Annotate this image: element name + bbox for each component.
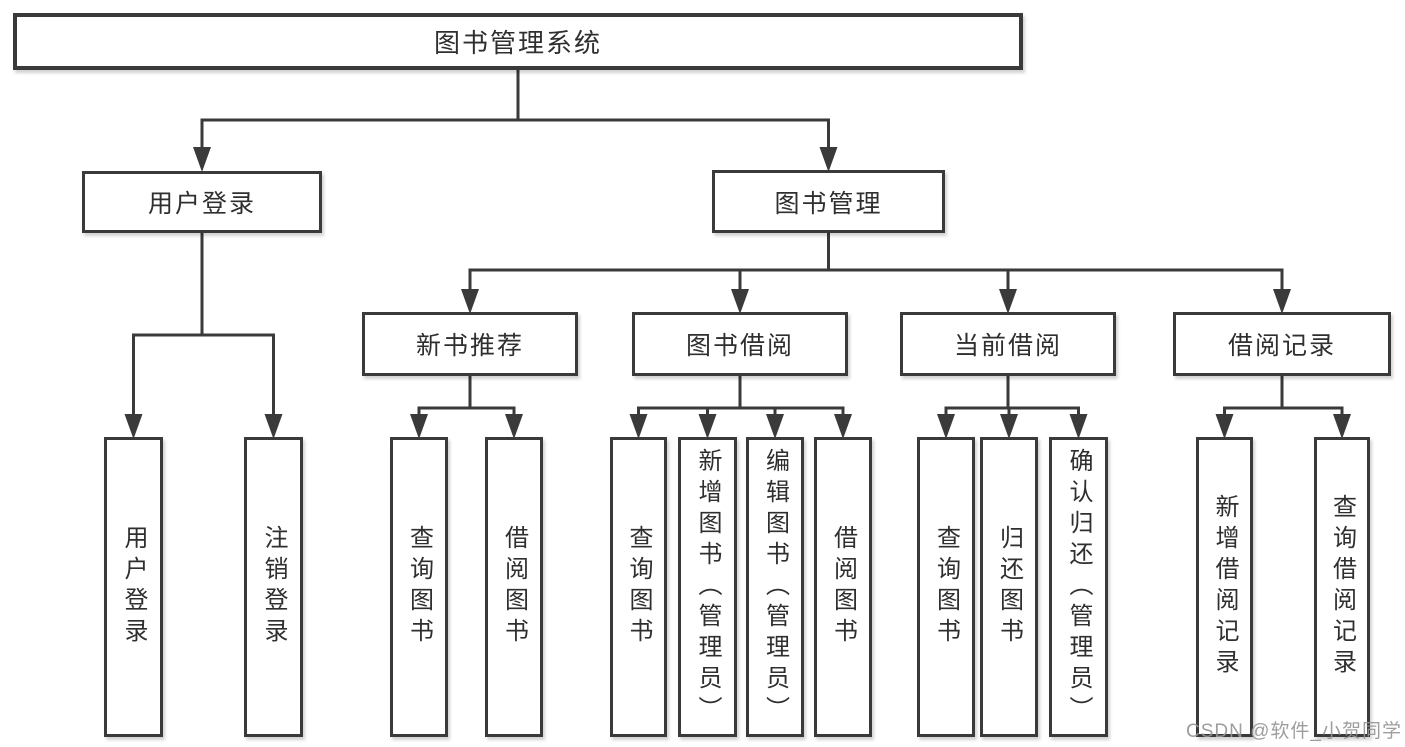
leaf-query-books-current: 查询图书 xyxy=(917,437,975,737)
node-user-login: 用户登录 xyxy=(82,171,322,233)
leaf-user-login: 用户登录 xyxy=(104,437,163,737)
node-book-borrowing: 图书借阅 xyxy=(632,312,848,376)
arrowhead-icon xyxy=(937,414,955,439)
watermark: CSDN @软件_小贺同学 xyxy=(1186,721,1402,742)
arrowhead-icon xyxy=(834,414,852,439)
leaf-query-borrow-record: 查询借阅记录 xyxy=(1314,437,1370,737)
arrowhead-icon xyxy=(1333,414,1351,439)
arrowhead-icon xyxy=(1069,414,1088,439)
leaf-borrow-books: 借阅图书 xyxy=(814,437,872,737)
arrowhead-icon xyxy=(1000,414,1018,439)
arrowhead-icon xyxy=(124,414,143,439)
leaf-query-books-borrowing: 查询图书 xyxy=(610,437,667,737)
arrowhead-icon xyxy=(264,414,283,439)
leaf-add-borrow-record: 新增借阅记录 xyxy=(1196,437,1253,737)
leaf-confirm-return-admin: 确认归还（管理员） xyxy=(1049,437,1108,737)
node-borrowing-records: 借阅记录 xyxy=(1173,312,1391,376)
leaf-borrow-books-recommend: 借阅图书 xyxy=(485,437,543,737)
leaf-logout: 注销登录 xyxy=(244,437,303,737)
arrowhead-icon xyxy=(193,147,211,172)
leaf-add-books-admin: 新增图书（管理员） xyxy=(678,437,737,737)
arrowhead-icon xyxy=(1273,289,1291,314)
arrowhead-icon xyxy=(698,414,717,439)
node-book-management: 图书管理 xyxy=(712,170,945,233)
arrowhead-icon xyxy=(629,414,648,439)
leaf-edit-books-admin: 编辑图书（管理员） xyxy=(746,437,804,737)
node-current-borrowing: 当前借阅 xyxy=(900,312,1116,376)
arrowhead-icon xyxy=(410,414,428,439)
leaf-query-books-recommend: 查询图书 xyxy=(390,437,448,737)
arrowhead-icon xyxy=(766,414,784,439)
arrowhead-icon xyxy=(999,289,1017,314)
leaf-return-books: 归还图书 xyxy=(980,437,1038,737)
node-new-book-recommendation: 新书推荐 xyxy=(362,312,578,376)
arrowhead-icon xyxy=(505,414,523,439)
arrowhead-icon xyxy=(1215,414,1234,439)
arrowhead-icon xyxy=(461,289,479,314)
node-library-management-system: 图书管理系统 xyxy=(13,13,1023,70)
arrowhead-icon xyxy=(731,289,749,314)
arrowhead-icon xyxy=(819,147,838,172)
